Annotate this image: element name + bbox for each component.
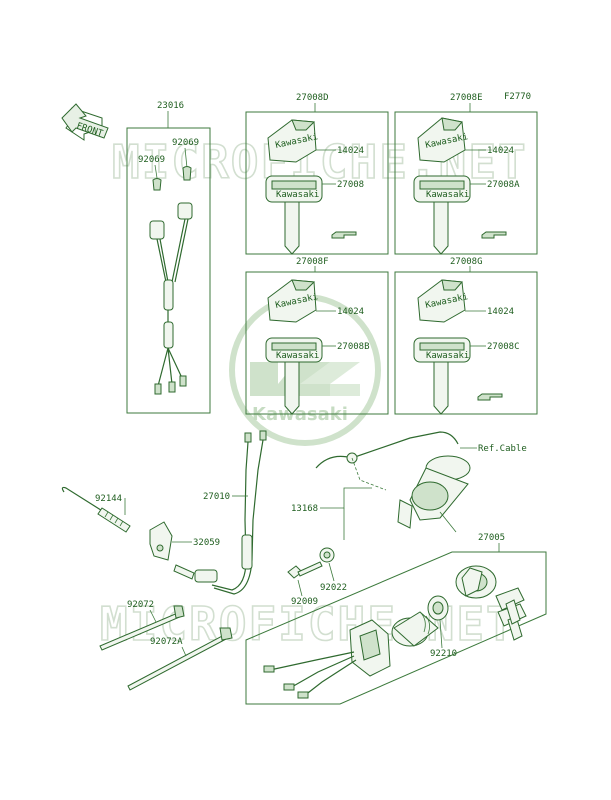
- screw-92009: [287, 561, 323, 579]
- label-92009: 92009: [291, 597, 318, 607]
- figure-code: F2770: [504, 92, 531, 102]
- ignition-switch-27005: [263, 611, 439, 699]
- key-27008A: Kawasaki: [413, 175, 471, 255]
- label-27005: 27005: [478, 533, 505, 543]
- box-27008D: [245, 111, 389, 255]
- box-27008G: [394, 271, 538, 415]
- key-cover-27008G: Kawasaki: [417, 279, 469, 323]
- label-27008A: 27008A: [487, 180, 520, 190]
- label-92072A: 92072A: [150, 637, 183, 647]
- label-27008C: 27008C: [487, 342, 520, 352]
- svg-text:Kawasaki: Kawasaki: [426, 351, 469, 361]
- label-13168: 13168: [291, 504, 318, 514]
- label-92144: 92144: [95, 494, 122, 504]
- label-27008: 27008: [337, 180, 364, 190]
- box-27008E: [394, 111, 538, 255]
- label-92072: 92072: [127, 600, 154, 610]
- key-27008: Kawasaki: [265, 175, 323, 255]
- cable-27010: [173, 430, 267, 595]
- label-92069-right: 92069: [172, 138, 199, 148]
- label-92069-left: 92069: [138, 155, 165, 165]
- label-14024-f: 14024: [337, 307, 364, 317]
- label-92210: 92210: [430, 649, 457, 659]
- bezel-and-keys: [455, 565, 527, 641]
- key-27008C: Kawasaki: [413, 337, 471, 415]
- svg-text:Kawasaki: Kawasaki: [276, 190, 319, 200]
- key-cover-27008D: Kawasaki: [267, 119, 319, 163]
- label-27008G: 27008G: [450, 257, 483, 267]
- front-arrow-icon: FRONT: [61, 103, 109, 141]
- svg-text:Kawasaki: Kawasaki: [426, 190, 469, 200]
- box-23016: [126, 127, 211, 414]
- label-ref-cable: Ref.Cable: [478, 444, 527, 454]
- label-27010: 27010: [203, 492, 230, 502]
- box-27008F: [245, 271, 389, 415]
- label-14024-e: 14024: [487, 146, 514, 156]
- tag-icon: [331, 231, 357, 239]
- rod-92144: [61, 486, 131, 533]
- kawasaki-logo-watermark: Kawasaki: [229, 294, 381, 446]
- tag-icon: [477, 393, 503, 401]
- box-27005: [245, 551, 547, 705]
- nut-92210: [427, 595, 449, 621]
- label-14024-d: 14024: [337, 146, 364, 156]
- label-27008E: 27008E: [450, 93, 483, 103]
- label-23016: 23016: [157, 101, 184, 111]
- key-cover-27008F: Kawasaki: [267, 279, 319, 323]
- ignition-switch-body: [397, 455, 471, 533]
- svg-text:Kawasaki: Kawasaki: [276, 351, 319, 361]
- bracket-32059: [149, 521, 173, 561]
- label-14024-g: 14024: [487, 307, 514, 317]
- key-27008B: Kawasaki: [265, 337, 323, 415]
- label-27008F: 27008F: [296, 257, 329, 267]
- label-92022: 92022: [320, 583, 347, 593]
- tag-icon: [481, 231, 507, 239]
- key-cover-27008E: Kawasaki: [417, 117, 469, 163]
- label-32059: 32059: [193, 538, 220, 548]
- cable-tie-92072A: [127, 627, 233, 691]
- harness-23016: [149, 166, 193, 395]
- label-27008D: 27008D: [296, 93, 329, 103]
- cable-tie-92072: [99, 605, 185, 651]
- label-27008B: 27008B: [337, 342, 370, 352]
